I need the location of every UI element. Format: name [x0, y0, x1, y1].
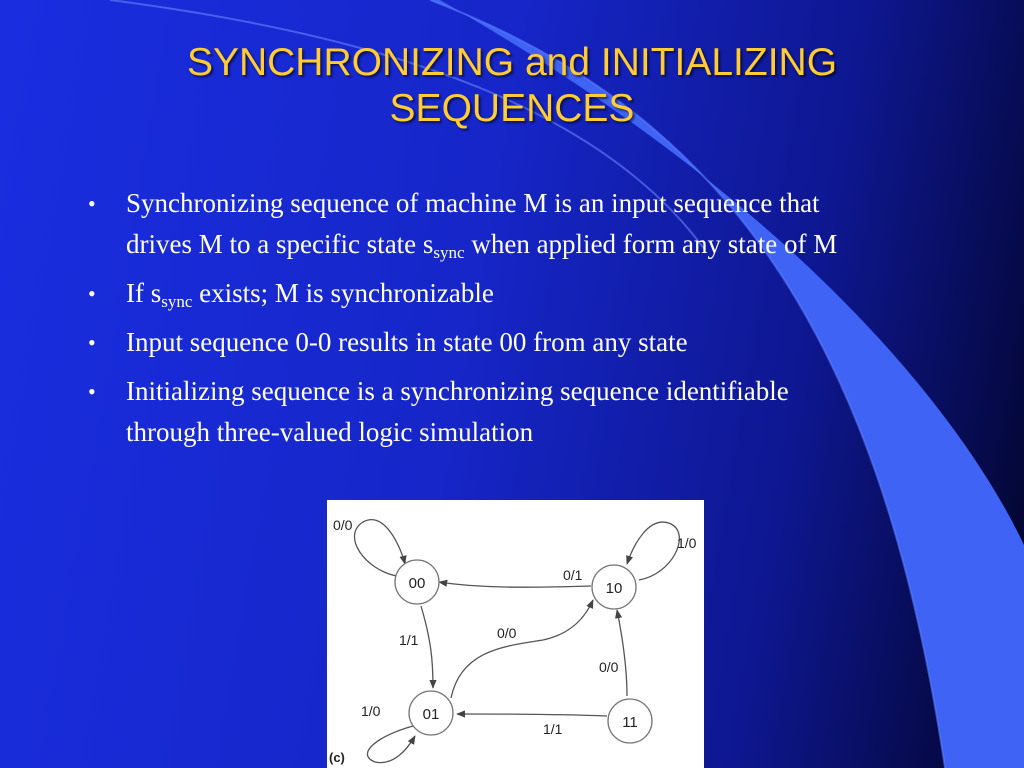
state-circle [607, 698, 653, 744]
edge-label-self-00: 0/0 [333, 517, 353, 533]
state-circle [591, 564, 637, 610]
swoosh-highlight [109, 0, 706, 251]
edge-self-10 [626, 521, 680, 581]
bullet-subscript: sync [161, 292, 193, 311]
edge-label-self-01: 1/0 [361, 703, 381, 719]
edge-01-to-10 [450, 599, 594, 699]
state-diagram: 00 10 01 11 0/0 1/0 0/1 1/1 0/0 0/0 1/0 … [327, 500, 704, 768]
panel-label: (c) [329, 750, 345, 765]
edge-label-self-10: 1/0 [677, 535, 697, 551]
state-label: 01 [423, 706, 440, 723]
state-label: 11 [622, 714, 638, 731]
bullet-text-tail: exists; M is synchronizable [192, 278, 494, 308]
edge-label-10-00: 0/1 [563, 567, 583, 583]
bullet-text: If s [126, 278, 162, 308]
edge-11-to-01 [456, 710, 608, 718]
edge-label-11-10: 0/0 [599, 659, 619, 675]
swoosh-outline [429, 0, 946, 768]
bullet-text: Synchronizing sequence of machine M is a… [126, 188, 820, 259]
bullet-marker: • [88, 379, 96, 404]
edge-label-00-01: 1/1 [399, 632, 419, 648]
edge-self-00 [353, 519, 407, 577]
state-00: 00 [394, 559, 440, 605]
slide-title: SYNCHRONIZING and INITIALIZING SEQUENCES [0, 40, 1024, 132]
bullet-marker: • [88, 281, 96, 306]
bullet-text: Input sequence 0-0 results in state 00 f… [126, 327, 688, 357]
bullet-list: • Synchronizing sequence of machine M is… [88, 183, 848, 461]
state-circle [394, 559, 440, 605]
edge-11-to-10 [615, 609, 628, 697]
bullet-marker: • [88, 330, 96, 355]
edge-self-01 [366, 725, 416, 764]
bullet-item: • Synchronizing sequence of machine M is… [88, 183, 848, 265]
bullet-item: • If ssync exists; M is synchronizable [88, 273, 848, 314]
title-line-1: SYNCHRONIZING and INITIALIZING [186, 41, 838, 84]
edge-label-01-10: 0/0 [497, 625, 517, 641]
state-circle [408, 690, 454, 736]
state-10: 10 [591, 564, 637, 610]
bullet-text-tail: when applied form any state of M [464, 229, 838, 259]
edge-00-to-01 [420, 605, 437, 689]
state-11: 11 [607, 698, 653, 744]
light-blue-swoosh [430, 0, 1024, 768]
state-label: 00 [409, 575, 426, 592]
bullet-item: • Initializing sequence is a synchronizi… [88, 371, 848, 453]
state-label: 10 [606, 580, 623, 597]
edge-label-11-01: 1/1 [543, 721, 563, 737]
bullet-item: • Input sequence 0-0 results in state 00… [88, 322, 848, 363]
title-line-2: SEQUENCES [389, 87, 635, 130]
bullet-text: Initializing sequence is a synchronizing… [126, 376, 789, 447]
bullet-marker: • [88, 191, 96, 216]
state-01: 01 [408, 690, 454, 736]
edge-10-to-00 [438, 579, 592, 588]
bullet-subscript: sync [433, 243, 465, 262]
